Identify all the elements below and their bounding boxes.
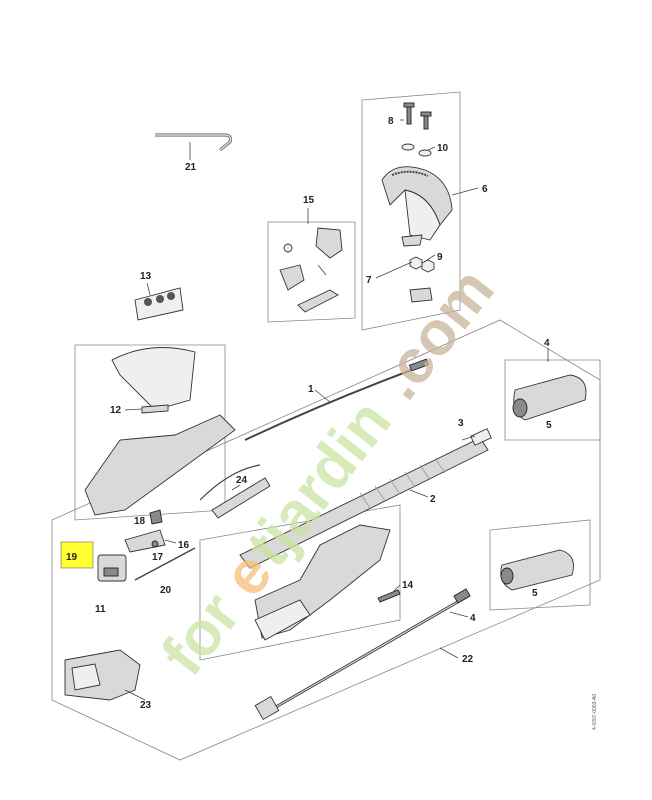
part-15-trigger xyxy=(279,227,343,313)
label-20: 20 xyxy=(160,585,172,596)
part-21-cable xyxy=(155,133,232,152)
label-11: 11 xyxy=(95,604,106,615)
part-20-cable xyxy=(134,547,196,581)
part-23-handle-cap xyxy=(64,649,141,701)
highlight-box-19 xyxy=(60,541,94,569)
part-5-cover-upper xyxy=(512,374,587,421)
label-12: 12 xyxy=(110,405,122,416)
part-6-guard xyxy=(381,166,453,241)
part-22-shaft xyxy=(254,588,471,721)
part-7-clamp xyxy=(401,234,433,303)
label-23: 23 xyxy=(140,700,152,711)
part-9-nuts xyxy=(409,256,435,273)
part-16-bracket xyxy=(124,529,166,553)
watermark: for e tjardin .com xyxy=(149,256,508,688)
label-8: 8 xyxy=(388,116,394,127)
part-3-sleeve xyxy=(470,428,492,446)
label-4-upper: 4 xyxy=(544,338,550,349)
part-12-clip xyxy=(141,404,169,414)
main-frame xyxy=(51,319,601,761)
frame-4-lower xyxy=(489,519,591,611)
part-18-screw xyxy=(149,509,163,525)
label-21: 21 xyxy=(185,162,197,173)
label-9: 9 xyxy=(437,252,443,263)
label-6: 6 xyxy=(482,184,488,195)
part-8-screws xyxy=(403,102,432,130)
frame-4-upper xyxy=(504,359,601,441)
label-15: 15 xyxy=(303,195,315,206)
watermark-part4: .com xyxy=(364,256,507,413)
part-labels: 21 8 10 6 7 9 15 13 12 1 3 2 4 5 24 18 1… xyxy=(66,116,552,711)
part-10-washers xyxy=(401,143,432,157)
part-13-decals xyxy=(134,287,184,321)
label-2: 2 xyxy=(430,494,436,505)
label-10: 10 xyxy=(437,143,449,154)
label-17: 17 xyxy=(152,552,164,563)
label-16: 16 xyxy=(178,540,190,551)
label-4-lower: 4 xyxy=(470,613,476,624)
label-14: 14 xyxy=(402,580,414,591)
part-1-cable xyxy=(244,358,430,441)
part-24-guide xyxy=(199,464,271,519)
label-19: 19 xyxy=(66,552,78,563)
label-5-upper: 5 xyxy=(546,420,552,431)
part-14-screw xyxy=(377,589,401,603)
leader-lines xyxy=(124,119,549,701)
label-24: 24 xyxy=(236,475,248,486)
part-5-cover-lower xyxy=(500,549,574,591)
part-17-pin xyxy=(151,540,159,548)
label-1: 1 xyxy=(308,384,314,395)
drawing-code: 4-0207-0003-A0 xyxy=(592,694,598,730)
label-22: 22 xyxy=(462,654,474,665)
frame-15 xyxy=(267,221,356,323)
label-18: 18 xyxy=(134,516,146,527)
frame-6 xyxy=(361,91,461,331)
label-3: 3 xyxy=(458,418,464,429)
part-lower-handle xyxy=(254,524,391,641)
label-7: 7 xyxy=(366,275,372,286)
watermark-part1: for xyxy=(149,580,254,688)
label-5-lower: 5 xyxy=(532,588,538,599)
part-19-cap xyxy=(97,554,127,582)
part-2-tube xyxy=(239,437,489,569)
part-handle-housing xyxy=(84,347,236,516)
label-13: 13 xyxy=(140,271,152,282)
